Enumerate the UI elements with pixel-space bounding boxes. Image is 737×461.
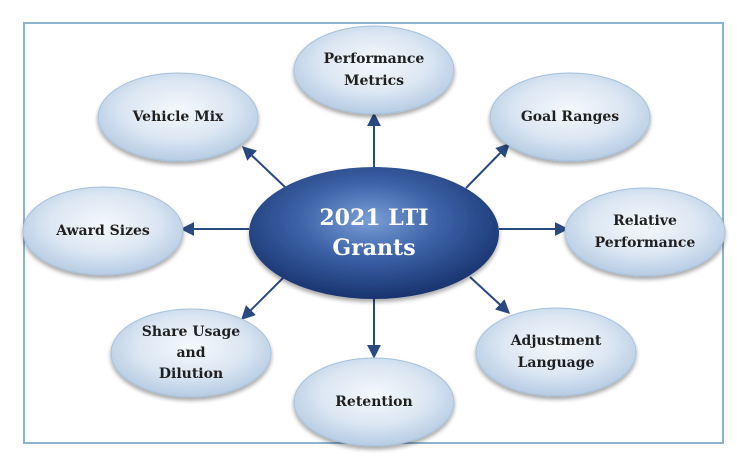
arrow-to-share-usage-and-dilution xyxy=(241,274,287,320)
node-label: Vehicle Mix xyxy=(132,109,224,125)
node-ellipse xyxy=(293,25,455,115)
node-ellipse xyxy=(293,357,455,447)
hub-ellipse xyxy=(249,167,499,299)
node-label: Award Sizes xyxy=(55,223,150,239)
node-ellipse xyxy=(110,308,272,398)
node-vehicle-mix: Vehicle Mix xyxy=(97,72,259,162)
node-label: Goal Ranges xyxy=(521,109,619,125)
node-ellipse xyxy=(475,307,637,397)
node-award-sizes: Award Sizes xyxy=(22,186,184,276)
node-ellipse xyxy=(22,186,184,276)
node-ellipse xyxy=(564,187,726,277)
node-ellipse xyxy=(97,72,259,162)
node-ellipse xyxy=(489,72,651,162)
arrow-to-adjustment-language xyxy=(469,276,511,314)
node-retention: Retention xyxy=(293,357,455,447)
arrow-to-vehicle-mix xyxy=(241,146,287,189)
arrow-to-goal-ranges xyxy=(465,142,510,189)
node-label: Retention xyxy=(335,394,412,410)
node-goal-ranges: Goal Ranges xyxy=(489,72,651,162)
